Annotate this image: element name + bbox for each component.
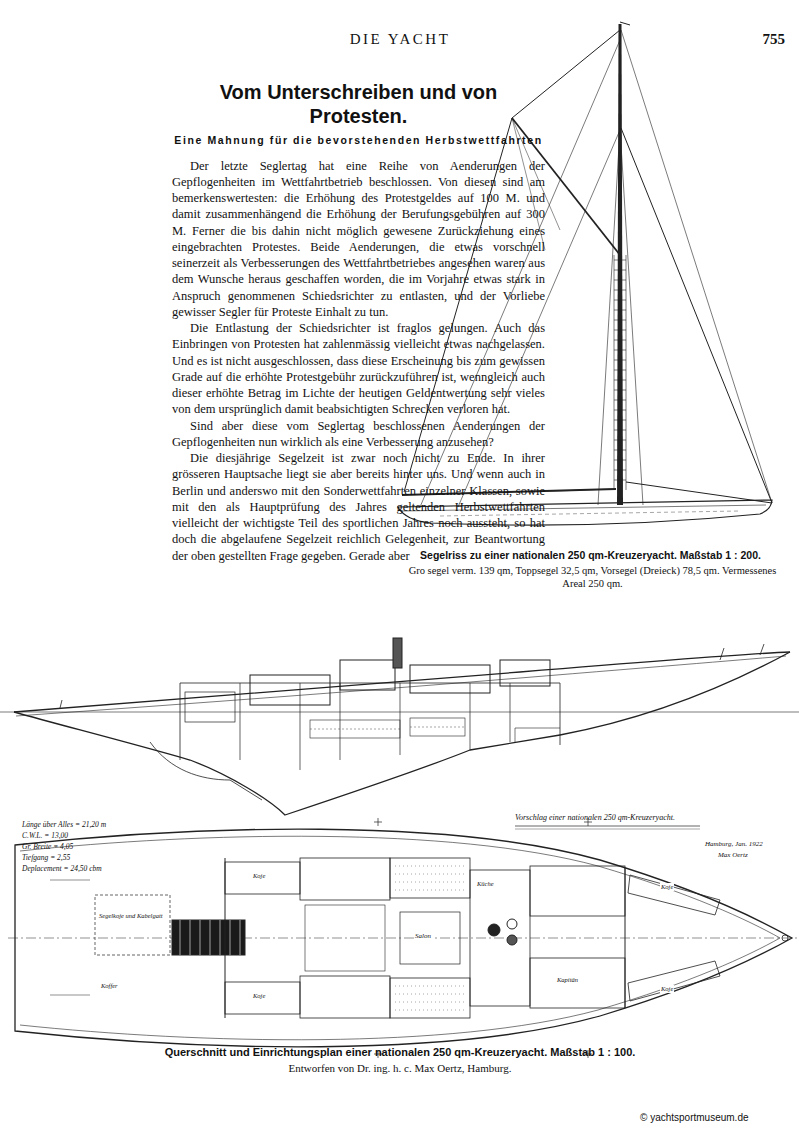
drawing-stroke xyxy=(180,683,560,760)
body-paragraph: Sind aber diese vom Seglertag beschlosse… xyxy=(172,418,545,451)
room-label: Kapitän xyxy=(556,976,579,984)
drawing-stroke xyxy=(400,912,460,964)
drawing-stroke xyxy=(621,30,772,503)
drawing-stroke xyxy=(395,866,465,1010)
drawing-stroke xyxy=(8,938,799,939)
drawing-stroke xyxy=(50,880,90,995)
drawing-stroke xyxy=(598,128,643,505)
drawing-stroke xyxy=(515,728,560,742)
drawing-stroke xyxy=(515,829,700,830)
signature-name: Max Oertz xyxy=(718,851,748,860)
drawing-stroke xyxy=(60,700,62,708)
article-column: Vom Unterschreiben und von Protesten. Ein… xyxy=(172,80,545,564)
figure-caption: Querschnitt und Einrichtungsplan einer n… xyxy=(20,1046,780,1060)
drawing-stroke xyxy=(240,683,510,770)
drawing-stroke xyxy=(300,976,390,1018)
figure-caption: Segelriss zu einer nationalen 250 qm-Kre… xyxy=(393,549,788,562)
room-label: Koje xyxy=(660,883,674,891)
drawing-stroke xyxy=(628,875,720,915)
drawing-stroke xyxy=(185,692,235,722)
drawing-stroke xyxy=(488,924,500,936)
drawing-stroke xyxy=(617,24,623,505)
drawing-stroke xyxy=(720,644,764,660)
room-label: Segelkoje und Kabelgatt xyxy=(98,912,164,920)
drawing-stroke xyxy=(305,905,385,971)
dimension-row: Deplacement = 24,50 cbm xyxy=(22,864,172,873)
drawing-stroke xyxy=(530,866,625,916)
room-label: Küche xyxy=(476,880,495,888)
hull-profile xyxy=(0,638,799,815)
body-paragraph: Der letzte Seglertag hat eine Reihe von … xyxy=(172,158,545,321)
article-subtitle: Eine Mahnung für die bevorstehenden Herb… xyxy=(172,134,545,148)
drawing-stroke xyxy=(310,727,465,729)
drawing-stroke xyxy=(225,858,625,1018)
drawing-stroke xyxy=(172,920,245,955)
drawing-stroke xyxy=(512,30,620,118)
room-label: Koje xyxy=(252,992,266,1000)
drawing-stroke xyxy=(225,982,300,1014)
drawing-stroke xyxy=(470,870,530,1006)
running-head: DIE YACHT xyxy=(300,30,500,49)
figure-caption-detail: Gro segel verm. 139 qm, Toppsegel 32,5 q… xyxy=(400,564,785,590)
drawing-title: Vorschlag einer nationalen 250 qm-Kreuze… xyxy=(515,813,675,823)
drawing-stroke xyxy=(614,255,626,490)
drawing-stroke xyxy=(225,862,300,894)
watermark: © yachtsportmuseum.de xyxy=(640,1112,749,1125)
room-label: Koje xyxy=(660,985,674,993)
drawing-stroke xyxy=(150,742,262,800)
body-paragraph: Die diesjährige Segelzeit ist zwar noch … xyxy=(172,450,545,564)
dimension-row: Tiefgang = 2,55 xyxy=(22,853,172,862)
drawing-stroke xyxy=(393,638,402,668)
drawing-stroke xyxy=(614,260,626,480)
drawing-stroke xyxy=(621,128,772,503)
drawing-stroke xyxy=(530,958,625,1008)
drawing-stroke xyxy=(507,935,517,945)
dimension-row: Gr. Breite = 4,05 xyxy=(22,842,172,851)
drawing-stroke xyxy=(410,665,490,693)
signature-underline xyxy=(515,826,700,829)
drawing-stroke xyxy=(390,858,470,898)
drawing-stroke xyxy=(95,895,170,955)
drawing-stroke xyxy=(620,22,630,25)
drawing-stroke xyxy=(0,712,799,713)
drawing-stroke xyxy=(300,858,390,900)
drawing-stroke xyxy=(390,978,470,1018)
dimension-row: Länge über Alles = 21,20 m xyxy=(22,820,172,829)
body-paragraph: Die Entlastung der Schiedsrichter ist fr… xyxy=(172,320,545,418)
drawing-stroke xyxy=(14,652,790,815)
page-number: 755 xyxy=(735,30,785,49)
drawing-stroke xyxy=(340,660,395,690)
drawing-stroke xyxy=(180,920,240,955)
drawing-stroke xyxy=(628,961,720,1001)
designer-credit: Entworfen von Dr. ing. h. c. Max Oertz, … xyxy=(20,1062,780,1076)
room-label: Koffer xyxy=(100,982,119,990)
dimension-row: C.W.L. = 13,00 xyxy=(22,831,172,840)
deck-plan xyxy=(8,818,799,1058)
drawing-stroke xyxy=(782,935,788,941)
room-label: Salon xyxy=(414,932,432,941)
article-headline: Vom Unterschreiben und von Protesten. xyxy=(172,80,545,128)
drawing-stroke xyxy=(250,675,330,705)
signature-place-date: Hamburg, Jan. 1922 xyxy=(705,840,763,849)
drawing-stroke xyxy=(507,919,517,929)
drawing-stroke xyxy=(500,660,550,686)
room-label: Koje xyxy=(252,872,266,880)
drawing-stroke xyxy=(515,826,700,827)
